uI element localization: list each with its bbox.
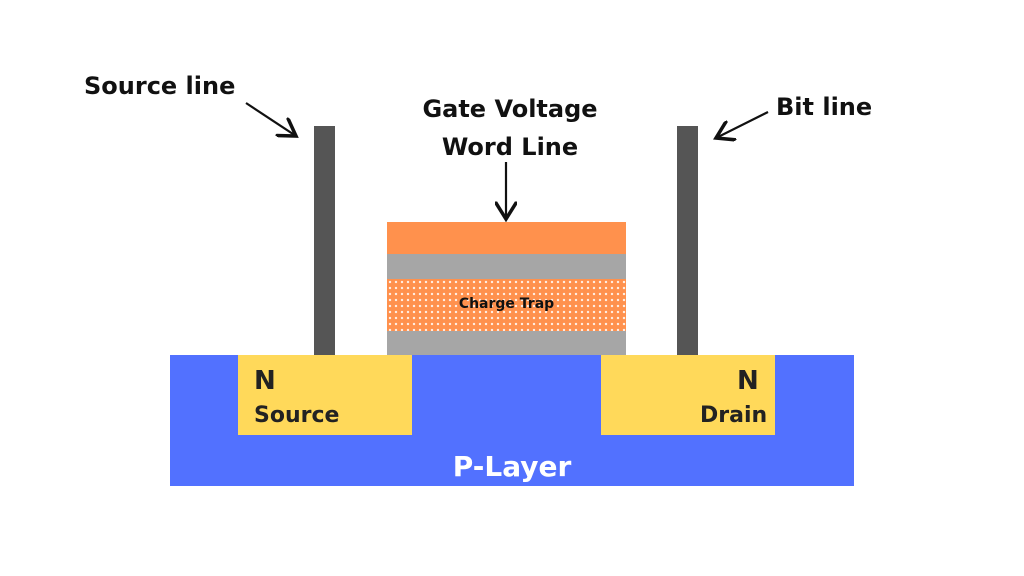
charge-trap-label: Charge Trap bbox=[458, 296, 555, 312]
control-gate bbox=[387, 222, 626, 254]
source-label: Source bbox=[254, 403, 340, 428]
blocking-oxide bbox=[387, 254, 626, 279]
tunnel-oxide bbox=[387, 331, 626, 355]
drain-label: Drain bbox=[700, 403, 768, 428]
drain-doping-label: N bbox=[737, 366, 759, 396]
bit-line-label: Bit line bbox=[776, 93, 873, 121]
source-n-well bbox=[238, 355, 412, 435]
source-doping-label: N bbox=[254, 366, 276, 396]
source-line-arrow bbox=[245, 102, 296, 136]
gate-voltage-label: Gate Voltage Word Line bbox=[400, 90, 620, 166]
bit-line-contact bbox=[677, 126, 698, 356]
charge-trap-layer bbox=[387, 279, 626, 331]
bit-line-arrow bbox=[716, 111, 769, 138]
p-layer-label: P-Layer bbox=[452, 450, 572, 483]
source-line-contact bbox=[314, 126, 335, 356]
gate-voltage-text: Gate Voltage bbox=[422, 95, 598, 123]
word-line-text: Word Line bbox=[441, 133, 579, 161]
source-line-label: Source line bbox=[84, 72, 236, 100]
drain-n-well bbox=[601, 355, 775, 435]
